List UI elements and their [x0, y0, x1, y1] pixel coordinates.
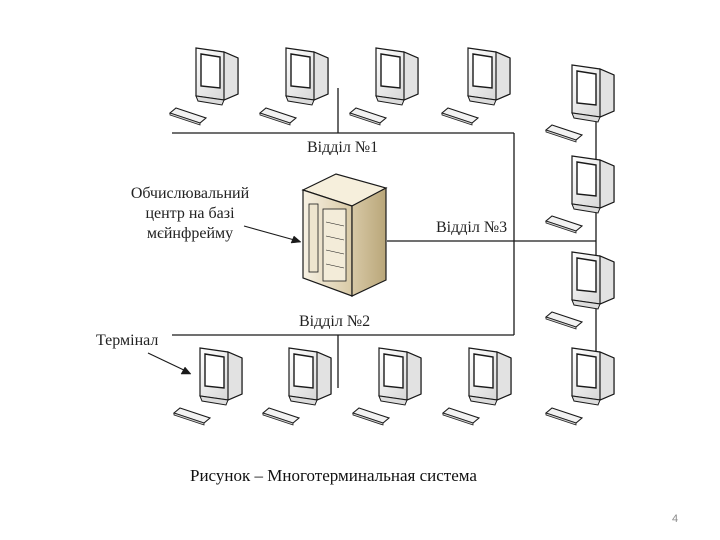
mainframe-label-line3: мєйнфрейму	[146, 225, 234, 242]
terminal-icon	[352, 347, 422, 426]
terminal-icon	[545, 64, 615, 143]
dept2-label: Відділ №2	[299, 313, 371, 330]
mainframe-label-line2: центр на базі	[145, 205, 235, 222]
page-number: 4	[672, 513, 679, 525]
terminal-label: Термінал	[96, 332, 159, 349]
terminal-icon	[545, 347, 615, 426]
terminal-icon	[545, 251, 615, 330]
terminal-icon	[259, 47, 329, 126]
dept2-terminals	[173, 347, 512, 426]
terminal-icon	[442, 347, 512, 426]
network-lines	[172, 88, 597, 388]
terminal-icon	[349, 47, 419, 126]
dept3-terminals	[545, 64, 615, 426]
dept1-terminals	[169, 47, 511, 126]
mainframe-label-line1: Обчислювальний	[130, 185, 250, 202]
dept3-label: Відділ №3	[436, 219, 508, 236]
figure-caption: Рисунок – Многотерминальная система	[190, 466, 477, 485]
annotation-arrows	[147, 225, 302, 375]
terminal-icon	[173, 347, 243, 426]
dept1-label: Відділ №1	[307, 139, 379, 156]
mainframe-server-icon	[301, 173, 388, 297]
terminal-icon	[262, 347, 332, 426]
terminal-icon	[169, 47, 239, 126]
terminal-icon	[545, 155, 615, 234]
terminal-icon	[441, 47, 511, 126]
